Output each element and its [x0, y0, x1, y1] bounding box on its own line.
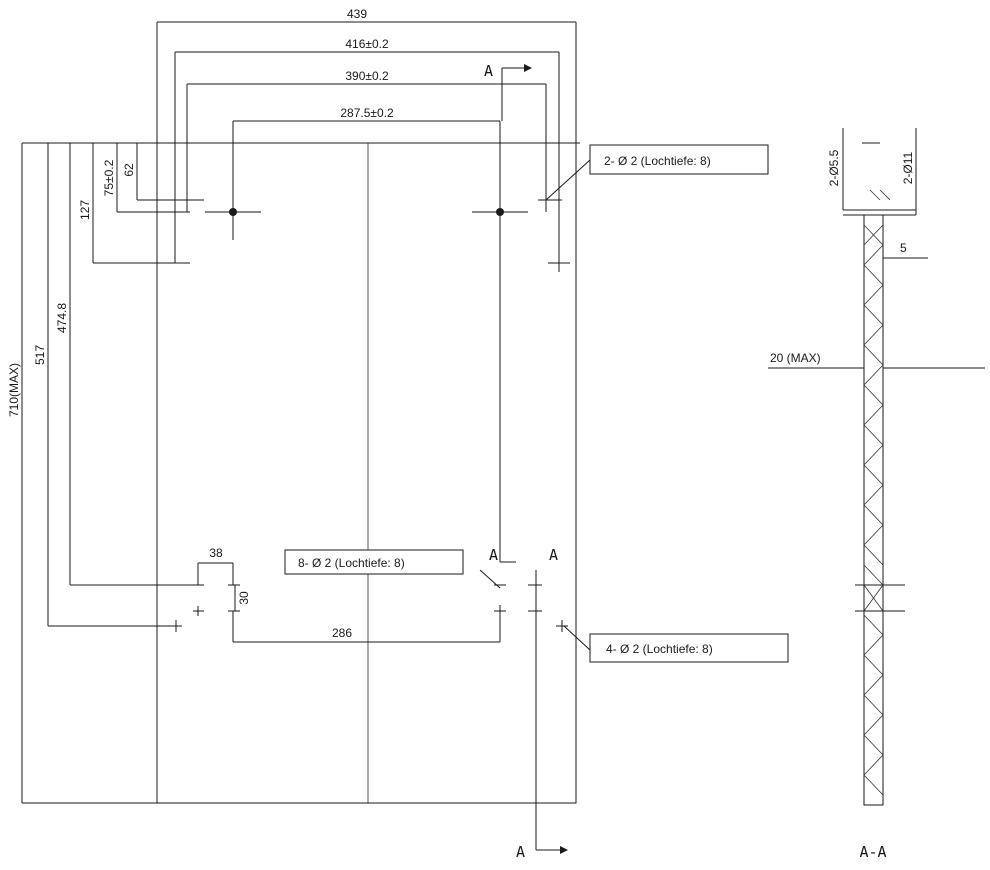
- section-letter-top: A: [484, 62, 493, 80]
- callout-top-right: 2- Ø 2 (Lochtiefe: 8): [545, 144, 769, 201]
- section-marker-top: A: [484, 62, 532, 121]
- dim-label-30: 30: [237, 591, 251, 605]
- callout-text-top-right: 2- Ø 2 (Lochtiefe: 8): [604, 154, 711, 168]
- callout-lower-right: 4- Ø 2 (Lochtiefe: 8): [563, 625, 789, 663]
- dimension-517: 517: [33, 143, 176, 627]
- section-letter-bottom: A: [516, 843, 525, 861]
- dimension-286: 286: [232, 611, 501, 643]
- dim-label-710: 710(MAX): [7, 363, 21, 417]
- dim-label-390: 390±0.2: [345, 69, 389, 83]
- lower-bracket-right: [494, 584, 568, 632]
- dim-label-62: 62: [122, 163, 136, 177]
- mounting-hole-left: [205, 190, 261, 240]
- dim-label-20-max: 20 (MAX): [770, 351, 821, 365]
- section-marker-bottom: A A A: [489, 546, 568, 861]
- dimension-416: 416±0.2: [174, 37, 560, 263]
- panel-outline: [156, 142, 577, 804]
- dim-label-286: 286: [332, 626, 352, 640]
- dim-label-416: 416±0.2: [345, 37, 389, 51]
- dim-label-439: 439: [347, 7, 367, 21]
- callout-text-lower-right: 4- Ø 2 (Lochtiefe: 8): [606, 642, 713, 656]
- lower-bracket-left: 38: [170, 546, 240, 632]
- callout-text-middle: 8- Ø 2 (Lochtiefe: 8): [298, 556, 405, 570]
- section-view: 5 20 (MAX) 2-Ø5.5 2-Ø11 A-A: [768, 128, 985, 861]
- dimension-287-5: 287.5±0.2: [232, 106, 501, 562]
- section-letter-mid-left: A: [489, 546, 498, 564]
- dimension-127: 127: [78, 143, 180, 264]
- dimension-710: 710(MAX): [7, 143, 23, 803]
- dimension-30: 30: [234, 585, 251, 611]
- dim-label-517: 517: [33, 345, 47, 365]
- dim-label-d55: 2-Ø5.5: [827, 149, 841, 186]
- dimension-62: 62: [122, 143, 190, 201]
- section-title: A-A: [859, 843, 886, 861]
- dim-label-474-8: 474.8: [55, 303, 69, 333]
- dim-label-d11: 2-Ø11: [901, 151, 915, 184]
- dim-label-75: 75±0.2: [102, 159, 116, 196]
- dim-label-5: 5: [900, 241, 907, 255]
- dim-label-127: 127: [78, 200, 92, 220]
- callout-middle: 8- Ø 2 (Lochtiefe: 8): [284, 549, 501, 589]
- dimension-474-8: 474.8: [55, 143, 200, 586]
- mounting-hole-right: [472, 190, 528, 240]
- dimension-75: 75±0.2: [102, 143, 190, 213]
- hole-marks-top: [168, 199, 570, 272]
- dimension-390: 390±0.2: [186, 69, 547, 212]
- dim-label-287-5: 287.5±0.2: [340, 106, 394, 120]
- dim-label-38: 38: [209, 546, 223, 560]
- section-letter-mid-right: A: [549, 546, 558, 564]
- dimension-439: 439: [156, 7, 577, 143]
